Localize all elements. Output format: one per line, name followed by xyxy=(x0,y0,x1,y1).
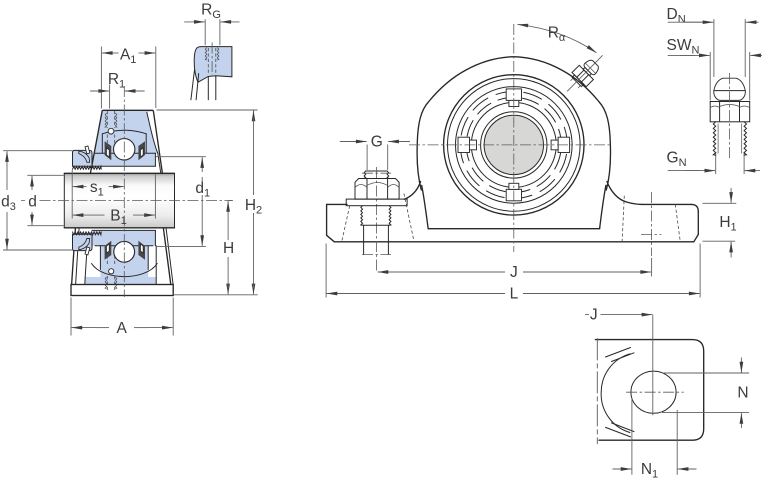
svg-text:A: A xyxy=(117,320,128,337)
svg-text:N: N xyxy=(737,384,748,401)
svg-text:J: J xyxy=(590,306,598,323)
svg-text:d: d xyxy=(28,194,37,211)
svg-text:G: G xyxy=(371,134,383,151)
svg-text:J: J xyxy=(510,264,518,281)
svg-text:SWN: SWN xyxy=(667,37,700,57)
svg-text:H: H xyxy=(223,240,234,257)
svg-text:L: L xyxy=(510,286,519,303)
